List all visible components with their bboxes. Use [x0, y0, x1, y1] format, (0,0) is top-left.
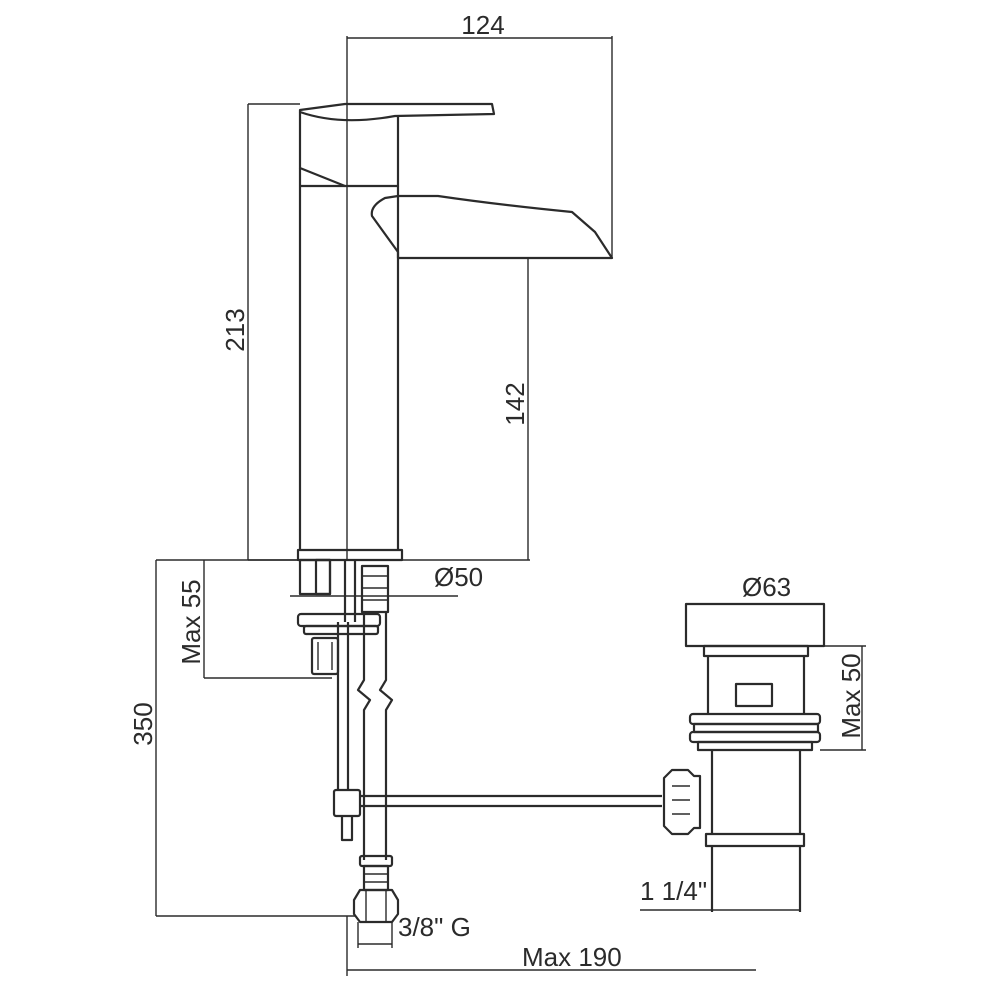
dimension-lines: [155, 36, 866, 976]
lift-rod: [332, 622, 662, 842]
under-deck-fixings: [296, 558, 390, 676]
popup-waste: [662, 602, 826, 912]
flex-hose: [352, 612, 400, 924]
dimension-labels: 124 213 142 Ø50 Max 55 350 Ø63 Max 50 1 …: [128, 10, 866, 972]
body-column: [298, 168, 400, 550]
dim-hose-length: 350: [128, 702, 158, 745]
spout: [370, 194, 614, 260]
dim-spout-height: 142: [500, 382, 530, 425]
dim-base-diameter: Ø50: [434, 562, 483, 592]
dim-spout-reach: 124: [461, 10, 504, 40]
rod-connector: [662, 768, 702, 836]
lever-handle: [298, 102, 496, 122]
base-ring: [296, 548, 404, 562]
dim-max-deck: Max 55: [176, 579, 206, 664]
handle-block: [298, 112, 400, 188]
hose-fitting-top: [360, 564, 390, 614]
hose-nut: [352, 888, 400, 924]
dim-total-height: 213: [220, 308, 250, 351]
dim-max-rod-reach: Max 190: [522, 942, 622, 972]
waste-cap: [684, 602, 826, 648]
faucet-body: [296, 102, 614, 562]
dim-waste-max: Max 50: [836, 653, 866, 738]
rod-clamp: [332, 788, 362, 818]
dim-waste-diameter: Ø63: [742, 572, 791, 602]
dim-hose-thread: 3/8" G: [398, 912, 471, 942]
dim-waste-thread: 1 1/4": [640, 876, 707, 906]
